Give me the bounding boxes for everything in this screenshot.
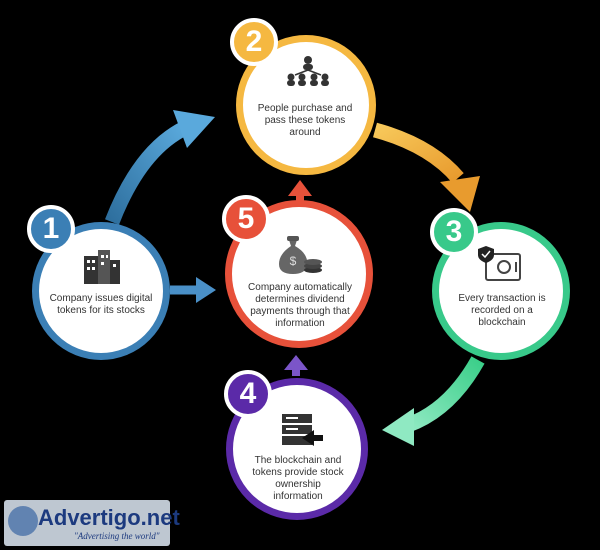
arrow-1-to-5-head [196, 277, 216, 303]
step-1-text: Company issues digital tokens for its st… [49, 293, 153, 316]
building-icon [84, 250, 120, 284]
step-5-text: Company automatically determines dividen… [248, 282, 352, 329]
step-2-badge: 2 [230, 18, 278, 66]
watermark-tagline: "Advertising the world" [74, 531, 160, 541]
step-4-text: The blockchain and tokens provide stock … [252, 455, 344, 502]
watermark-brand: Advertigo.net [38, 505, 180, 530]
arrow-2-to-3-head [440, 176, 480, 212]
arrow-2-to-3 [372, 122, 464, 183]
arrow-5-to-2-head [288, 180, 312, 196]
step-5-badge: 5 [222, 195, 270, 243]
step-3-badge: 3 [430, 208, 478, 256]
globe-icon [8, 506, 38, 536]
step-3-text: Every transaction is recorded on a block… [458, 293, 546, 328]
step-1-badge: 1 [27, 205, 75, 253]
svg-text:$: $ [290, 254, 297, 268]
step-4-badge: 4 [224, 370, 272, 418]
watermark: Advertigo.net "Advertising the world" [4, 500, 180, 546]
arrow-4-to-5-head [284, 355, 308, 370]
server-arrow-icon [282, 414, 323, 446]
step-5-circle [225, 200, 373, 348]
arrow-1-to-2 [105, 121, 189, 225]
arrow-3-to-4-head [382, 408, 414, 446]
money-bag-icon: $ [279, 236, 322, 274]
people-network-icon [287, 56, 329, 86]
arrow-3-to-4 [405, 356, 485, 433]
arrow-1-to-2-head [173, 110, 215, 148]
step-2-text: People purchase and pass these tokens ar… [257, 103, 353, 138]
safe-shield-icon [478, 246, 521, 281]
